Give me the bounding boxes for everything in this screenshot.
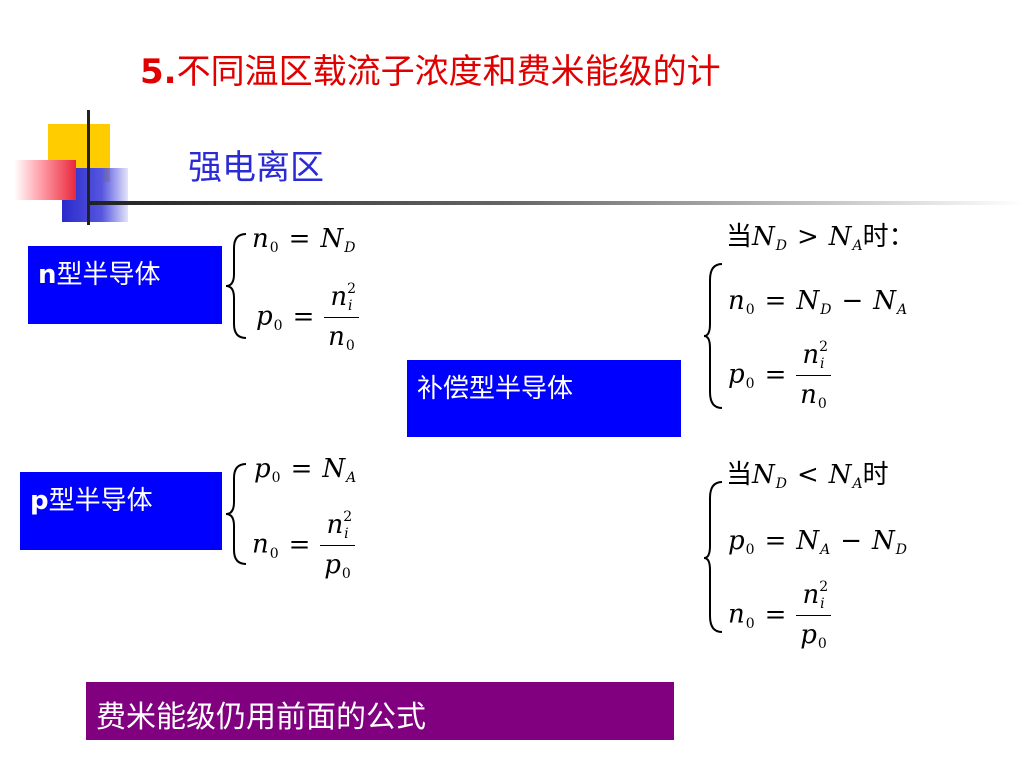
n-type-label-box: n型半导体 — [28, 246, 222, 324]
decor-red-square — [14, 160, 76, 200]
compensated-case1-condition: 当ND>NA时： — [726, 222, 915, 254]
p-type-brace — [225, 463, 247, 565]
fermi-level-note-box: 费米能级仍用前面的公式 — [86, 682, 674, 740]
compensated-case2-eq-holes: p0=NA−ND — [728, 526, 908, 558]
compensated-label-box: 补偿型半导体 — [407, 360, 681, 437]
n-type-brace — [225, 233, 247, 339]
section-subtitle: 强电离区 — [188, 148, 324, 188]
p-type-eq-holes: p0=NA — [254, 454, 357, 486]
decor-horizontal-rule — [90, 201, 1024, 205]
compensated-case1-brace — [703, 263, 723, 409]
p-type-label-box: p型半导体 — [20, 472, 222, 550]
compensated-case2-condition: 当ND<NA时 — [726, 460, 889, 492]
decor-vertical-line — [87, 110, 90, 225]
n-type-eq-electrons: n0=ND — [252, 224, 356, 256]
slide-title: 5.不同温区载流子浓度和费米能级的计 — [140, 52, 721, 92]
compensated-case1-eq-electrons: n0=ND−NA — [728, 286, 908, 318]
compensated-case2-brace — [703, 481, 723, 633]
